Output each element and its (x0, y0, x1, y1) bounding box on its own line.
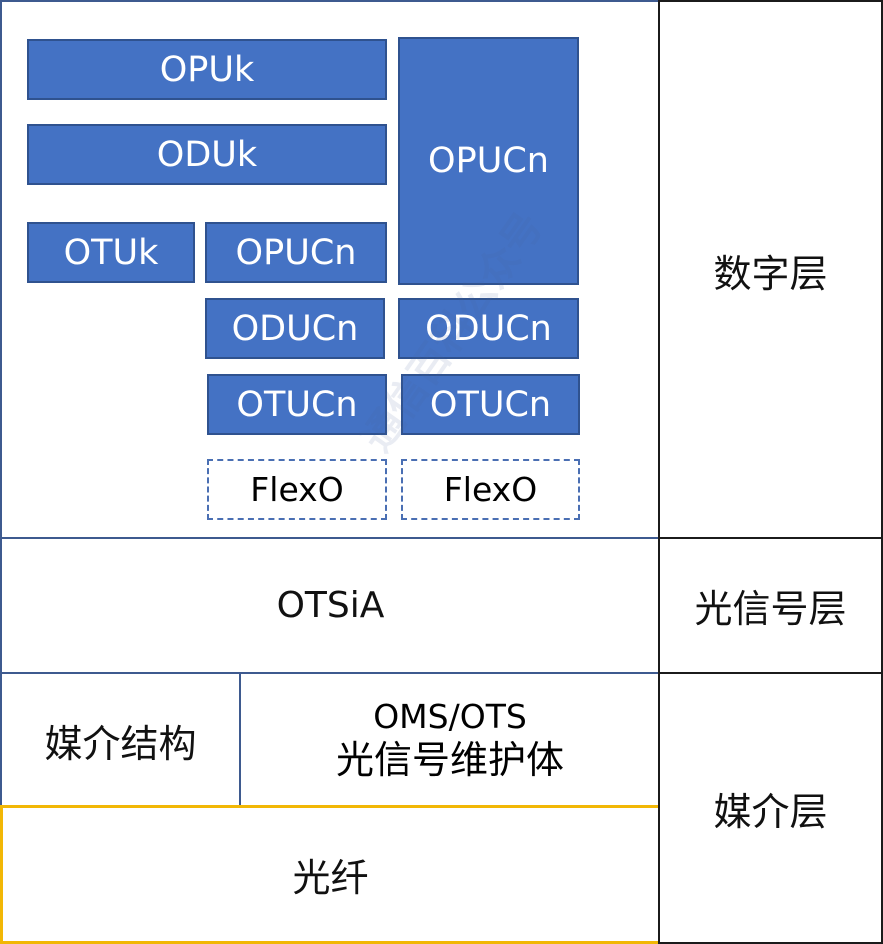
otuk-label: OTUk (63, 232, 159, 273)
optical-signal-layer-box: 光信号层 (658, 537, 883, 674)
maintenance-entity-label: 光信号维护体 (335, 737, 564, 782)
digital-layer-box: 数字层 (658, 0, 883, 541)
otucn-right-label: OTUCn (429, 384, 552, 425)
oducn-right-block: ODUCn (398, 298, 579, 359)
opuk-label: OPUk (159, 49, 255, 90)
media-structure-label: 媒介结构 (44, 721, 197, 766)
otuk-block: OTUk (27, 222, 195, 283)
opucn-tall-label: OPUCn (428, 141, 549, 181)
digital-layer-label: 数字层 (713, 252, 828, 296)
flexo-left-block: FlexO (207, 459, 387, 520)
media-structure-box: 媒介结构 (0, 672, 241, 808)
media-layer-label: 媒介层 (713, 789, 828, 834)
flexo-right-label: FlexO (443, 470, 538, 509)
fiber-box: 光纤 (0, 805, 661, 944)
oducn-right-label: ODUCn (425, 308, 552, 349)
flexo-left-label: FlexO (250, 470, 344, 509)
watermark: 通信百科公众号 (300, 204, 600, 460)
oms-ots-maintenance-box: OMS/OTS 光信号维护体 (239, 672, 661, 808)
fiber-label: 光纤 (292, 856, 369, 900)
opucn-tall-block: OPUCn (398, 37, 579, 285)
otsia-region: OTSiA (0, 537, 661, 674)
opucn-small-block: OPUCn (205, 222, 387, 283)
otsia-label: OTSiA (276, 585, 385, 626)
oducn-left-label: ODUCn (231, 308, 359, 349)
oduk-block: ODUk (27, 124, 387, 185)
optical-signal-layer-label: 光信号层 (694, 587, 847, 631)
opuk-block: OPUk (27, 39, 387, 100)
otucn-right-block: OTUCn (401, 374, 580, 435)
flexo-right-block: FlexO (401, 459, 580, 520)
oducn-left-block: ODUCn (205, 298, 385, 359)
media-layer-box: 媒介层 (658, 672, 883, 944)
oduk-label: ODUk (156, 134, 258, 175)
otucn-left-label: OTUCn (236, 384, 358, 425)
otucn-left-block: OTUCn (207, 374, 387, 435)
opucn-small-label: OPUCn (235, 232, 357, 273)
oms-ots-label: OMS/OTS (373, 696, 527, 736)
